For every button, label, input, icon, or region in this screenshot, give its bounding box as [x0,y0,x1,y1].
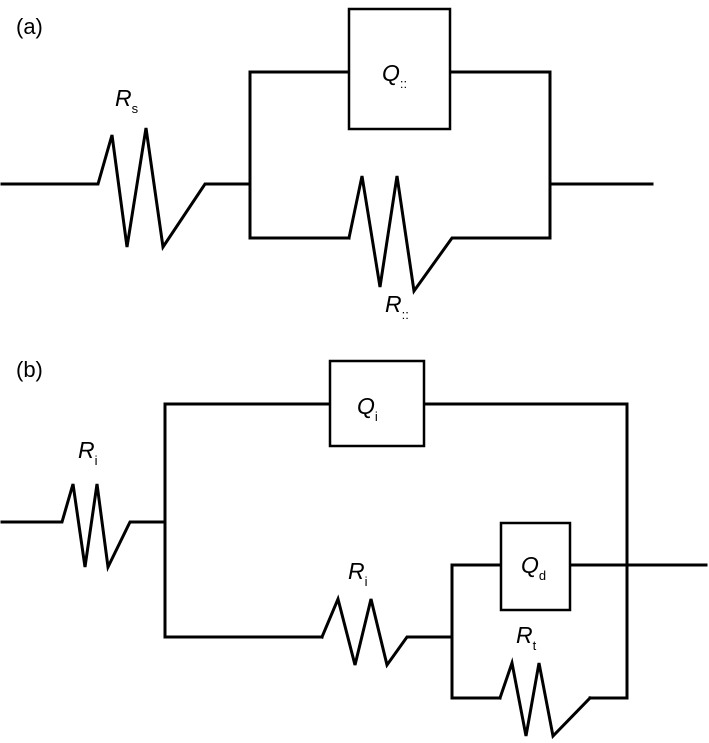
cpe-qd [499,521,572,612]
cpe-q-a [347,7,452,131]
label-q-a: Q:: [382,60,407,91]
resistor-rs [0,127,252,252]
label-r-a-bottom: R:: [385,291,409,322]
label-rt: Rt [516,622,537,653]
wire-b-outer-left [163,402,324,639]
label-r-b-mid: Ri [348,558,368,589]
circuit-a: (a) Rs Q:: R:: [0,7,654,322]
resistor-b-mid [320,594,454,669]
wire-a-left-branch [248,70,351,240]
wire-b-top-right [422,402,629,700]
cpe-q-b-top [328,359,426,448]
circuit-b: (b) Ri Qi Ri Qd Rt [0,357,708,740]
label-r-b-left: Ri [78,437,98,468]
resistor-b-left [0,483,167,573]
wire-a-top-right [448,70,552,240]
label-qd: Qd [521,552,546,583]
label-q-b-top: Qi [357,393,378,424]
label-rs: Rs [115,85,139,116]
resistor-a-bottom [347,175,552,295]
wire-b-inner-left [450,563,502,700]
panel-b-label: (b) [16,357,43,382]
resistor-rt [498,657,593,740]
panel-a-label: (a) [16,14,43,39]
